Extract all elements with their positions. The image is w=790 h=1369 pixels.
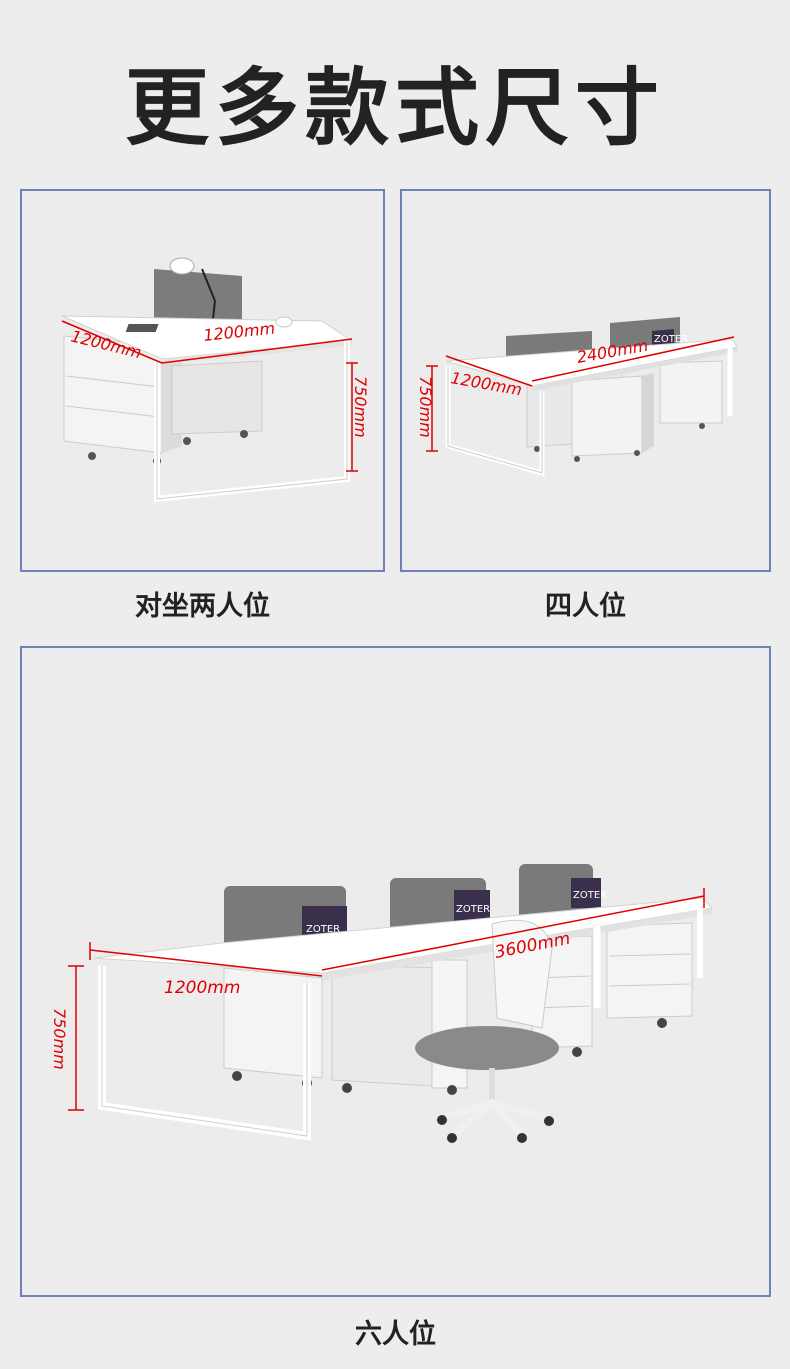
brand-label-1: ZOTER	[306, 924, 340, 935]
dim-height-label: 750mm	[351, 376, 370, 438]
brand-label-3: ZOTER	[573, 890, 607, 901]
caption-six-person: 六人位	[355, 1319, 436, 1350]
brand-label-2: ZOTER	[456, 904, 490, 915]
caption-four-person: 四人位	[545, 591, 626, 622]
image-six-person-desk: ZOTER ZOTER ZOTER 1200mm 3600mm 750mm	[20, 646, 771, 1297]
dim-height-label: 750mm	[50, 1008, 69, 1070]
image-four-person-desk: ZOTER 1200mm 2400mm 750mm	[400, 189, 771, 572]
brand-label-four: ZOTER	[654, 334, 688, 345]
desk-illustration-two: 1200mm 1200mm 750mm	[61, 257, 370, 503]
page-title: 更多款式尺寸	[124, 59, 665, 157]
desk-illustration-four: ZOTER 1200mm 2400mm 750mm	[416, 317, 738, 477]
desk-illustration-six: ZOTER ZOTER ZOTER 1200mm 3600mm 750mm	[50, 864, 714, 1143]
image-two-person-desk: 1200mm 1200mm 750mm	[20, 189, 385, 572]
dim-height-label: 750mm	[416, 376, 435, 438]
caption-two-person: 对坐两人位	[135, 591, 270, 622]
dim-depth-label: 1200mm	[164, 978, 240, 998]
